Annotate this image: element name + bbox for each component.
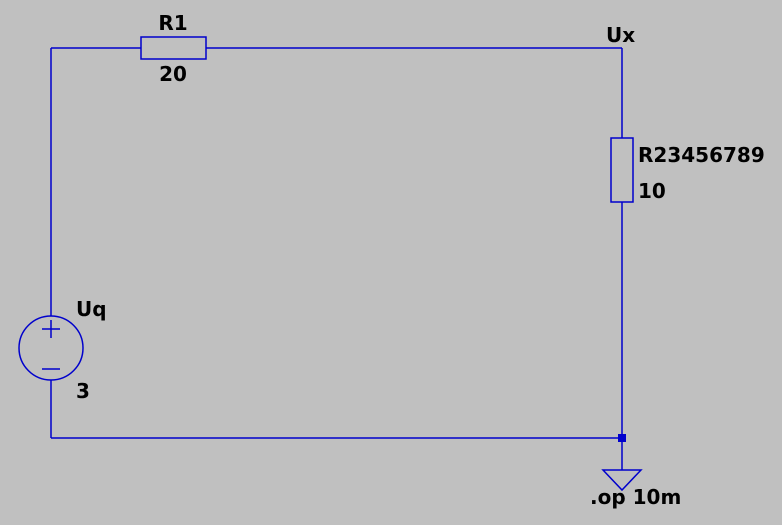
ground-icon[interactable]: [601, 469, 643, 492]
resistor-r1-symbol[interactable]: [140, 36, 207, 60]
junction-dot: [618, 434, 626, 442]
resistor-r2-symbol[interactable]: [610, 137, 634, 203]
source-name-label[interactable]: Uq: [76, 297, 107, 321]
source-value-label[interactable]: 3: [76, 379, 90, 403]
r1-value-label[interactable]: 20: [159, 62, 187, 86]
r2-name-label[interactable]: R23456789: [638, 143, 765, 167]
spice-directive[interactable]: .op 10m: [590, 485, 682, 509]
ux-net-label[interactable]: Ux: [606, 23, 636, 47]
r2-value-label[interactable]: 10: [638, 179, 666, 203]
voltage-source-symbol[interactable]: [18, 315, 84, 381]
r1-name-label[interactable]: R1: [158, 11, 188, 35]
